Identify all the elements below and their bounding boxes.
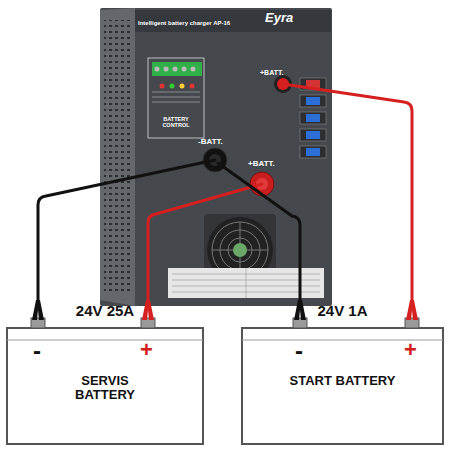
battery-body xyxy=(242,328,443,444)
battery-rating: 24V 25A xyxy=(5,303,205,320)
terminal-label: +BATT. xyxy=(248,160,275,169)
brand-logo: Eyra xyxy=(265,11,293,25)
polarity-mark: - xyxy=(33,338,41,364)
terminal-screw xyxy=(164,67,169,72)
fuse-holder xyxy=(300,95,326,107)
side-panel xyxy=(100,8,135,306)
status-led xyxy=(180,84,185,89)
panel-label: BATTERY CONTROL xyxy=(157,116,195,128)
battery-name: SERVIS BATTERY xyxy=(50,374,160,403)
fuse xyxy=(306,97,320,105)
polarity-mark: + xyxy=(140,338,153,362)
terminal-screw xyxy=(173,67,178,72)
polarity-mark: - xyxy=(295,338,303,364)
vent-holes xyxy=(104,20,131,292)
wire-clamp xyxy=(294,300,306,320)
top-strip xyxy=(135,10,331,32)
battery: - 24V 25A + SERVIS BATTERY xyxy=(5,300,205,446)
fuse xyxy=(306,131,320,139)
fuse-holder xyxy=(300,112,326,124)
terminal-screw xyxy=(182,67,187,72)
fuse-holder xyxy=(300,129,326,141)
wire-clamp xyxy=(32,300,44,320)
plate-line xyxy=(246,268,247,298)
fan-hub xyxy=(233,243,247,257)
model-label: Intelligent battery charger AP-16 xyxy=(138,20,230,27)
terminal-block xyxy=(152,62,202,76)
fuse xyxy=(306,114,320,122)
status-led xyxy=(170,84,175,89)
terminal-screw xyxy=(155,67,160,72)
battery-name: START BATTERY xyxy=(288,374,398,388)
battery: - 24V 1A + START BATTERY xyxy=(240,300,445,446)
wire-clamp xyxy=(406,300,418,320)
fuse-holder xyxy=(300,146,326,158)
status-led xyxy=(160,84,165,89)
status-led xyxy=(190,84,195,89)
terminal-screw xyxy=(191,67,196,72)
terminal-label: +BATT. xyxy=(260,69,283,77)
battery-rating: 24V 1A xyxy=(240,303,445,320)
battery-body xyxy=(7,328,203,444)
fuse xyxy=(306,148,320,156)
battery-outline xyxy=(240,300,445,446)
battery-outline xyxy=(5,300,205,446)
terminal-label: -BATT. xyxy=(198,138,223,147)
polarity-mark: + xyxy=(404,338,417,362)
wire-clamp xyxy=(142,300,154,320)
